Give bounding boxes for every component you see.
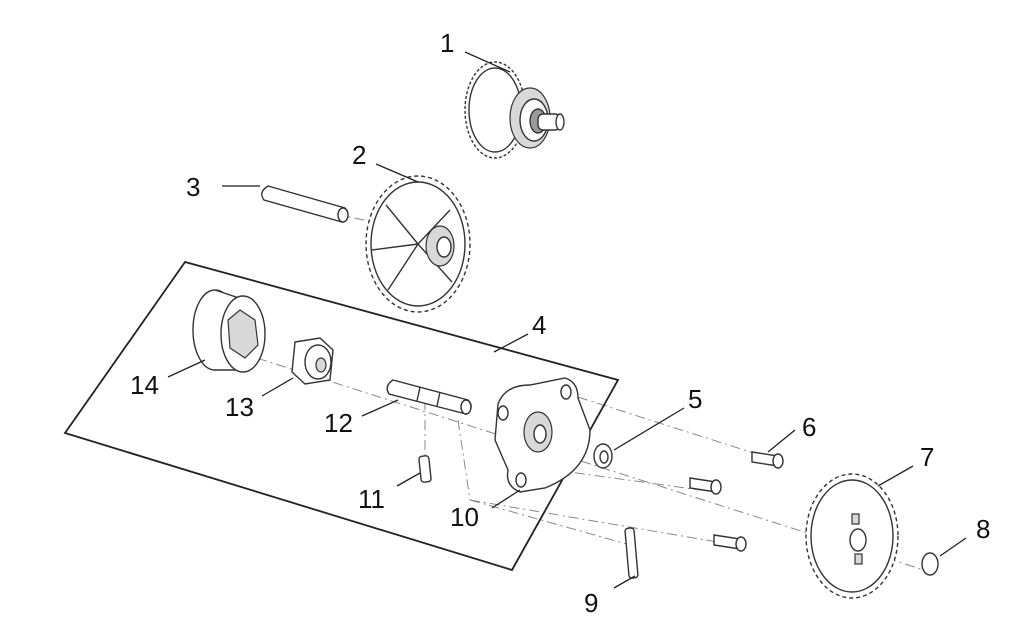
leader-10 <box>491 489 521 509</box>
part-10-cover-plate <box>494 377 591 493</box>
leader-12 <box>361 399 399 417</box>
part-11-pin <box>418 455 432 483</box>
leader-1 <box>464 51 511 73</box>
callout-12: 12 <box>324 408 353 438</box>
callout-labels: 1 2 3 4 5 6 7 8 9 10 11 12 13 14 <box>130 28 990 618</box>
callout-13: 13 <box>225 392 254 422</box>
callout-3: 3 <box>186 172 200 202</box>
leader-11 <box>396 472 421 487</box>
leader-6 <box>767 429 796 453</box>
leader-lines <box>167 51 967 589</box>
leader-7 <box>877 465 914 487</box>
leader-9 <box>613 575 636 589</box>
callout-1: 1 <box>440 28 454 58</box>
part-12-pump-shaft <box>386 379 472 415</box>
callout-5: 5 <box>688 384 702 414</box>
part-8-circlip <box>921 552 939 576</box>
part-2-large-gear <box>365 175 471 313</box>
callout-7: 7 <box>920 442 934 472</box>
leader-13 <box>261 377 294 397</box>
part-6-screws <box>689 451 784 552</box>
callout-9: 9 <box>584 588 598 618</box>
part-5-washer <box>593 443 613 469</box>
part-1-gear-bearing <box>464 61 565 159</box>
callout-10: 10 <box>450 502 479 532</box>
callout-6: 6 <box>802 412 816 442</box>
part-7-sprocket <box>805 473 899 599</box>
callout-11: 11 <box>358 484 385 514</box>
leader-5 <box>613 407 685 451</box>
leader-4 <box>493 333 529 353</box>
callout-2: 2 <box>352 140 366 170</box>
leader-2 <box>375 163 419 183</box>
part-3-shaft <box>261 185 349 223</box>
callout-8: 8 <box>976 514 990 544</box>
callout-4: 4 <box>532 310 546 340</box>
pump-kit-frame <box>63 260 620 572</box>
part-9-dowel-pin <box>624 527 639 579</box>
part-13-inner-rotor <box>291 337 334 385</box>
leader-14 <box>167 359 206 378</box>
callout-14: 14 <box>130 370 159 400</box>
part-14-outer-rotor <box>192 289 266 373</box>
leader-8 <box>939 537 967 557</box>
